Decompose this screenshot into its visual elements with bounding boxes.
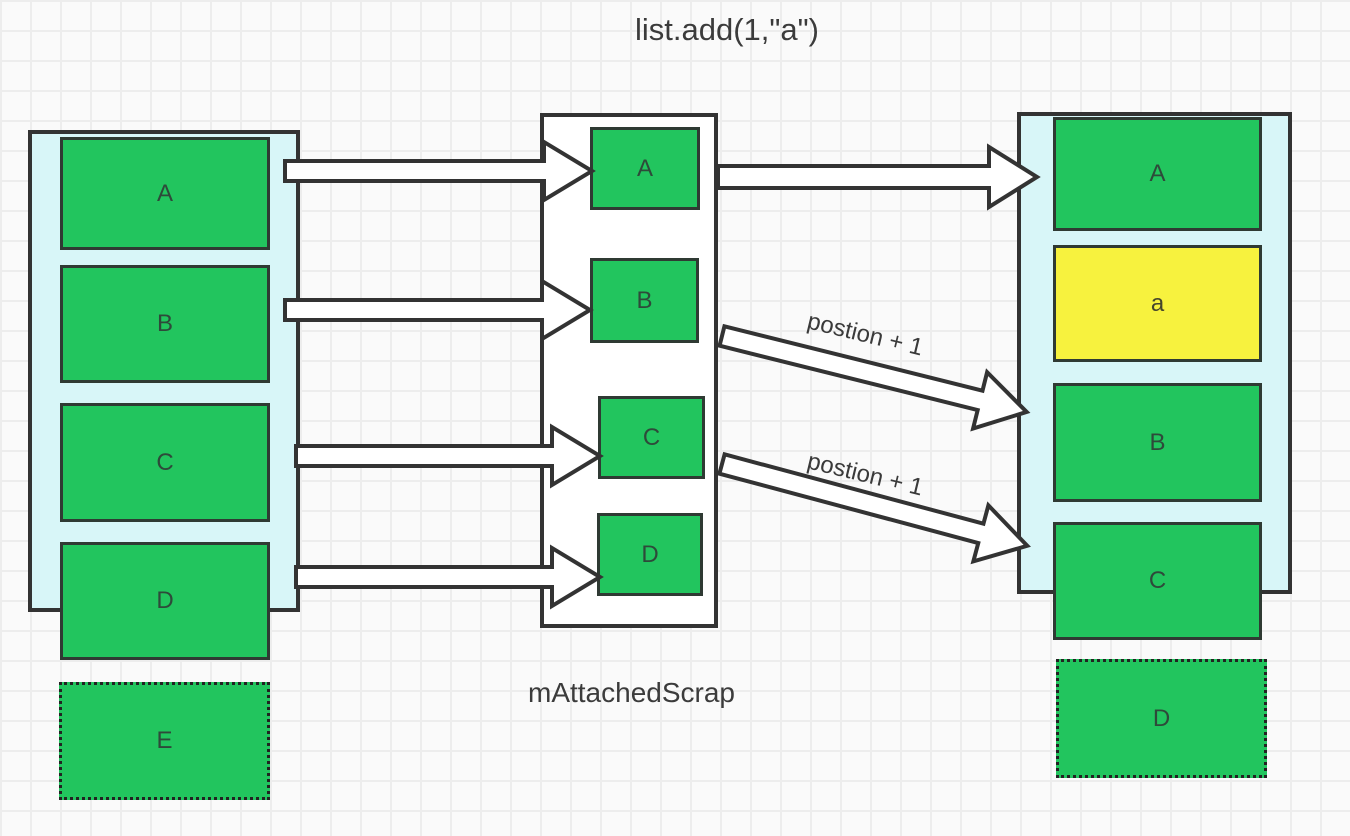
left-item-b: B bbox=[60, 265, 270, 383]
left-item-d-label: D bbox=[156, 587, 174, 614]
right-item-b: B bbox=[1053, 383, 1262, 502]
right-item-a: A bbox=[1053, 117, 1262, 231]
scrap-item-b: B bbox=[590, 258, 699, 343]
left-item-d: D bbox=[60, 542, 270, 660]
right-item-new-a-label: a bbox=[1150, 289, 1165, 317]
arrow-scrap-c-to-right-c bbox=[716, 451, 1031, 565]
right-item-new-a: a bbox=[1053, 245, 1262, 362]
right-item-b-label: B bbox=[1149, 428, 1166, 456]
arrow-left-b-to-scrap-b bbox=[283, 277, 594, 343]
scrap-item-b-label: B bbox=[636, 286, 653, 314]
scrap-pool-caption: mAttachedScrap bbox=[528, 677, 735, 708]
left-item-c-label: C bbox=[156, 448, 174, 476]
arrow-left-a-to-scrap-a bbox=[283, 138, 596, 204]
page-title: list.add(1,"a") bbox=[635, 12, 819, 47]
left-item-e-label: E bbox=[156, 727, 173, 754]
right-item-d-label: D bbox=[1152, 704, 1171, 732]
arrow-scrap-a-to-right-a bbox=[716, 143, 1041, 211]
right-item-a-label: A bbox=[1149, 160, 1166, 187]
right-item-c: C bbox=[1053, 522, 1262, 640]
right-item-c-label: C bbox=[1148, 567, 1167, 594]
left-item-a: A bbox=[60, 137, 270, 250]
left-item-a-label: A bbox=[156, 179, 173, 207]
scrap-item-c: C bbox=[598, 396, 705, 479]
scrap-item-d: D bbox=[597, 513, 703, 596]
scrap-item-d-label: D bbox=[641, 540, 659, 568]
scrap-item-a-label: A bbox=[636, 154, 653, 182]
arrow-left-c-to-scrap-c bbox=[294, 423, 604, 489]
scrap-item-c-label: C bbox=[642, 423, 661, 451]
right-item-d-detached: D bbox=[1056, 659, 1267, 778]
left-item-e-detached: E bbox=[59, 682, 270, 800]
left-item-b-label: B bbox=[156, 310, 173, 337]
arrow-scrap-b-to-right-b bbox=[717, 323, 1031, 432]
arrow-left-d-to-scrap-d bbox=[294, 544, 604, 610]
left-item-c: C bbox=[60, 403, 270, 522]
